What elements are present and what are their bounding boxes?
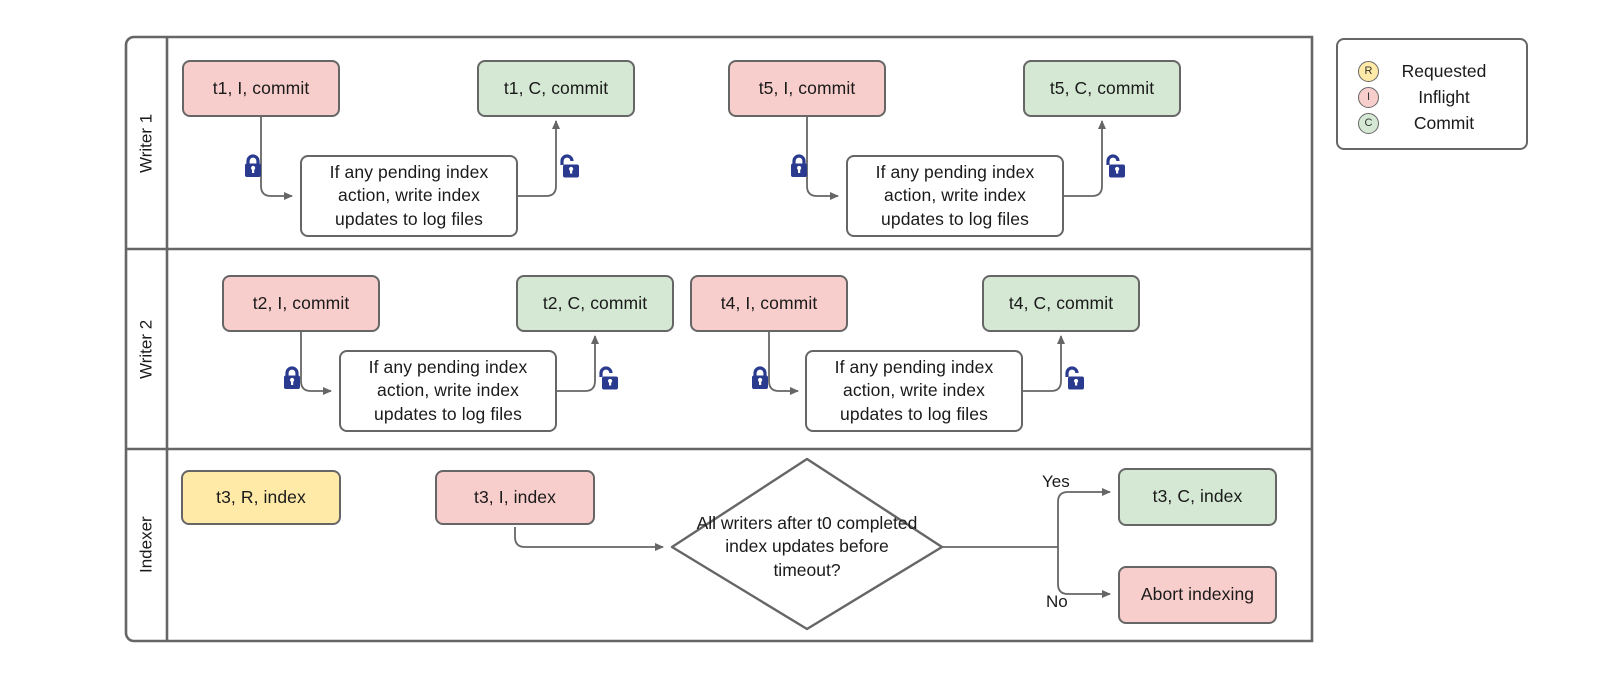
node-w2-t2-commit[interactable]: t2, C, commit bbox=[516, 275, 674, 332]
node-label: t3, R, index bbox=[216, 486, 306, 507]
legend-label-requested: Requested bbox=[1401, 60, 1487, 81]
legend-badge-inflight: I bbox=[1358, 86, 1379, 108]
legend-badge-letter: R bbox=[1364, 65, 1373, 77]
node-w1-process-b[interactable]: If any pending index action, write index… bbox=[846, 155, 1064, 237]
node-label: t4, C, commit bbox=[1008, 292, 1114, 313]
node-label: t5, C, commit bbox=[1049, 77, 1155, 98]
node-label: t2, C, commit bbox=[542, 292, 648, 313]
lock-closed-icon bbox=[749, 365, 771, 396]
node-w1-t1-inflight[interactable]: t1, I, commit bbox=[182, 60, 340, 117]
node-label: t3, I, index bbox=[474, 486, 556, 507]
lock-open-icon bbox=[1061, 365, 1085, 396]
node-w2-t2-inflight[interactable]: t2, I, commit bbox=[222, 275, 380, 332]
lane-label-writer1: Writer 1 bbox=[126, 37, 167, 249]
node-w2-t4-inflight[interactable]: t4, I, commit bbox=[690, 275, 848, 332]
node-label: t1, C, commit bbox=[503, 77, 609, 98]
lane-label-writer1-text: Writer 1 bbox=[136, 113, 156, 173]
node-w2-t4-commit[interactable]: t4, C, commit bbox=[982, 275, 1140, 332]
edge-label-yes-text: Yes bbox=[1042, 472, 1070, 491]
node-label: All writers after t0 completed index upd… bbox=[696, 513, 918, 580]
lane-label-indexer-text: Indexer bbox=[136, 516, 156, 574]
node-w1-t1-commit[interactable]: t1, C, commit bbox=[477, 60, 635, 117]
node-label: t5, I, commit bbox=[758, 77, 856, 98]
node-w1-process-a[interactable]: If any pending index action, write index… bbox=[300, 155, 518, 237]
lock-closed-icon bbox=[788, 153, 810, 184]
node-label: Abort indexing bbox=[1140, 584, 1255, 605]
node-label: t1, I, commit bbox=[212, 77, 310, 98]
node-w2-process-b[interactable]: If any pending index action, write index… bbox=[805, 350, 1023, 432]
node-ix-t3-commit[interactable]: t3, C, index bbox=[1118, 468, 1277, 526]
legend-label-inflight: Inflight bbox=[1418, 86, 1470, 107]
lock-open-icon bbox=[556, 153, 580, 184]
node-ix-decision[interactable]: All writers after t0 completed index upd… bbox=[690, 500, 924, 594]
lane-label-indexer: Indexer bbox=[126, 449, 167, 641]
node-label: t4, I, commit bbox=[720, 292, 818, 313]
edge-label-yes: Yes bbox=[1042, 472, 1070, 492]
node-label: If any pending index action, write index… bbox=[875, 162, 1035, 229]
lane-label-writer2-text: Writer 2 bbox=[136, 319, 156, 379]
legend-item-inflight: I Inflight bbox=[1358, 84, 1509, 110]
legend-item-commit: C Commit bbox=[1358, 110, 1509, 136]
node-w1-t5-inflight[interactable]: t5, I, commit bbox=[728, 60, 886, 117]
node-label: t2, I, commit bbox=[252, 292, 350, 313]
edge-label-no: No bbox=[1046, 592, 1068, 612]
node-w1-t5-commit[interactable]: t5, C, commit bbox=[1023, 60, 1181, 117]
node-label: t3, C, index bbox=[1152, 486, 1243, 507]
node-label: If any pending index action, write index… bbox=[368, 357, 528, 424]
legend-badge-letter: C bbox=[1364, 117, 1373, 129]
legend-badge-letter: I bbox=[1366, 91, 1371, 103]
node-ix-abort[interactable]: Abort indexing bbox=[1118, 566, 1277, 624]
legend-badge-requested: R bbox=[1358, 60, 1379, 82]
edge-label-no-text: No bbox=[1046, 592, 1068, 611]
lock-closed-icon bbox=[281, 365, 303, 396]
node-label: If any pending index action, write index… bbox=[329, 162, 489, 229]
legend-badge-commit: C bbox=[1358, 112, 1379, 134]
lane-label-writer2: Writer 2 bbox=[126, 249, 167, 449]
node-ix-t3-inflight[interactable]: t3, I, index bbox=[435, 470, 595, 525]
legend-panel: R Requested I Inflight C Commit bbox=[1336, 38, 1528, 150]
legend-item-requested: R Requested bbox=[1358, 58, 1509, 84]
legend-label-commit: Commit bbox=[1413, 112, 1475, 133]
lock-closed-icon bbox=[242, 153, 264, 184]
lock-open-icon bbox=[595, 365, 619, 396]
lock-open-icon bbox=[1102, 153, 1126, 184]
node-label: If any pending index action, write index… bbox=[834, 357, 994, 424]
node-ix-t3-requested[interactable]: t3, R, index bbox=[181, 470, 341, 525]
node-w2-process-a[interactable]: If any pending index action, write index… bbox=[339, 350, 557, 432]
